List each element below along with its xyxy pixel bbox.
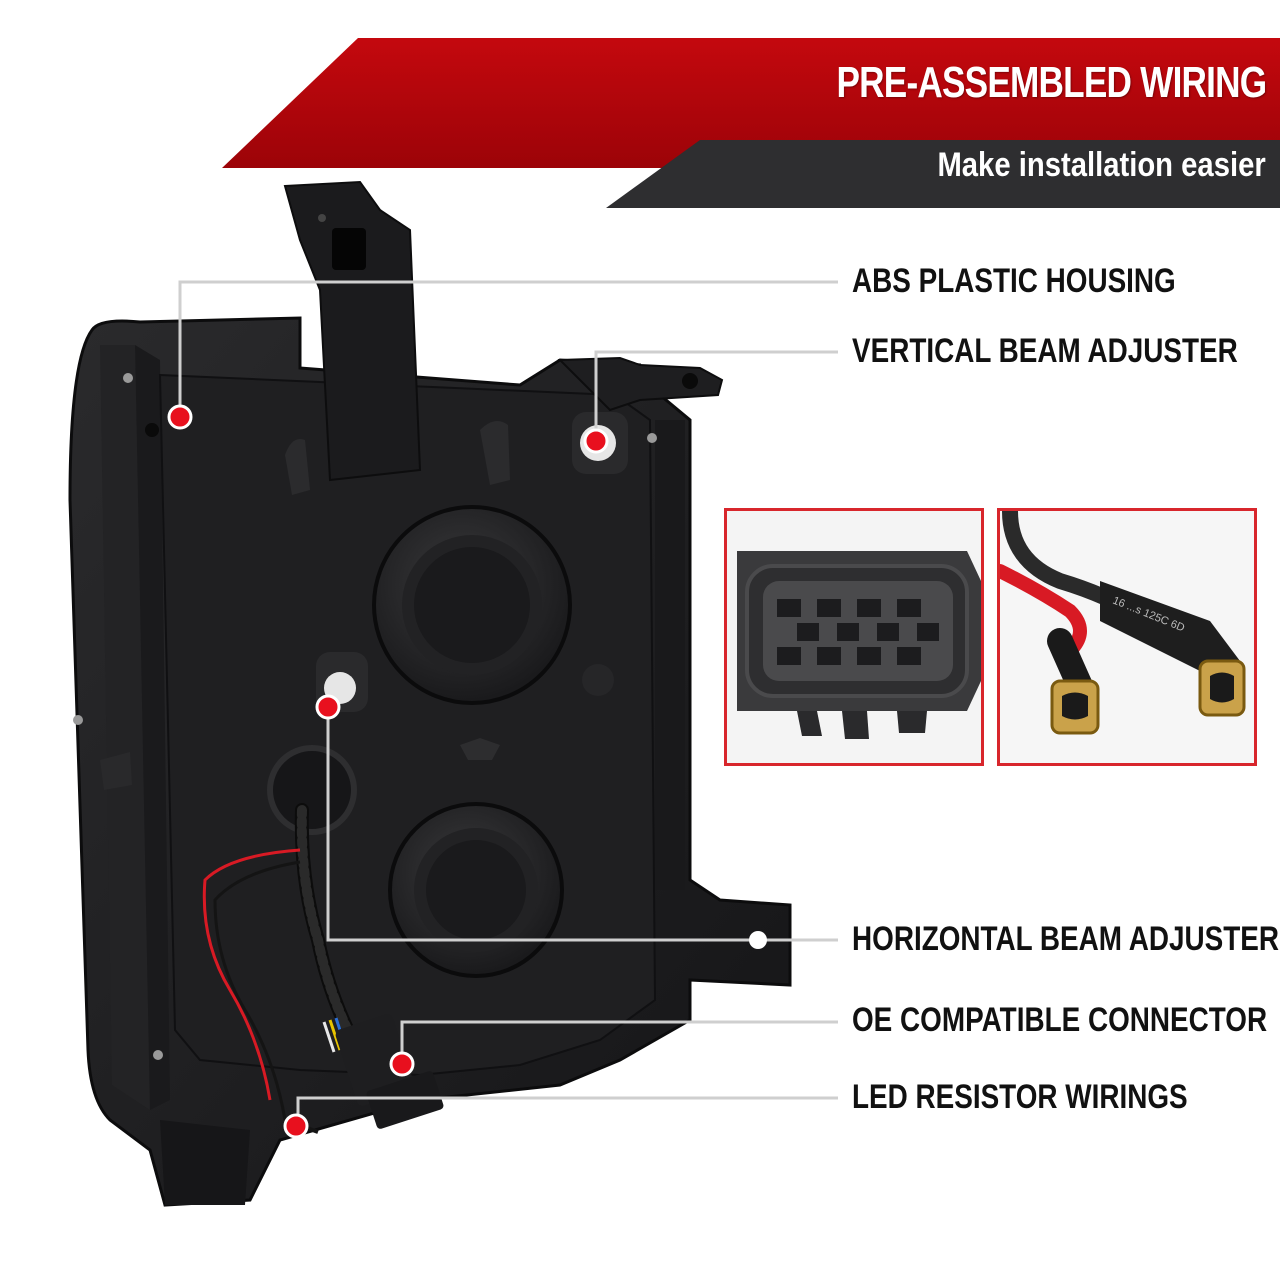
marker-vertical-adjuster bbox=[583, 428, 609, 454]
spade-terminal-icon: 16 ...s 125C 6D bbox=[1000, 511, 1254, 763]
inset-resistor-wire: 16 ...s 125C 6D bbox=[997, 508, 1257, 766]
upper-bulb-cap bbox=[372, 505, 572, 705]
wiring-harness bbox=[202, 803, 444, 1134]
leader-vertical-adjuster bbox=[594, 350, 838, 442]
marker-abs-housing bbox=[167, 404, 193, 430]
banner-dark-band bbox=[606, 140, 1280, 208]
marker-horizontal-adjuster bbox=[315, 694, 341, 720]
banner-subtitle: Make installation easier bbox=[937, 146, 1266, 184]
leader-oe-connector bbox=[400, 1020, 838, 1062]
callout-label-vertical-adjuster: VERTICAL BEAM ADJUSTER bbox=[852, 332, 1238, 370]
banner-graphic bbox=[222, 38, 1280, 208]
wire-grommet bbox=[267, 745, 357, 835]
callout-label-abs-housing: ABS PLASTIC HOUSING bbox=[852, 262, 1176, 300]
connector-plug-icon bbox=[727, 511, 981, 763]
leader-horizontal-adjuster bbox=[326, 705, 838, 942]
marker-horizontal-adjuster-end bbox=[749, 931, 767, 949]
callout-label-horizontal-adjuster: HORIZONTAL BEAM ADJUSTER bbox=[852, 920, 1279, 958]
leader-abs-housing bbox=[178, 280, 838, 416]
callout-label-oe-connector: OE COMPATIBLE CONNECTOR bbox=[852, 1001, 1268, 1039]
lower-bulb-cap bbox=[388, 802, 564, 978]
banner-red-band bbox=[222, 38, 1280, 168]
marker-oe-connector bbox=[389, 1051, 415, 1077]
callout-label-led-resistor: LED RESISTOR WIRINGS bbox=[852, 1078, 1188, 1116]
marker-led-resistor bbox=[283, 1113, 309, 1139]
banner-title: PRE-ASSEMBLED WIRING bbox=[836, 58, 1267, 107]
callout-markers bbox=[167, 404, 767, 1139]
inset-connector bbox=[724, 508, 984, 766]
